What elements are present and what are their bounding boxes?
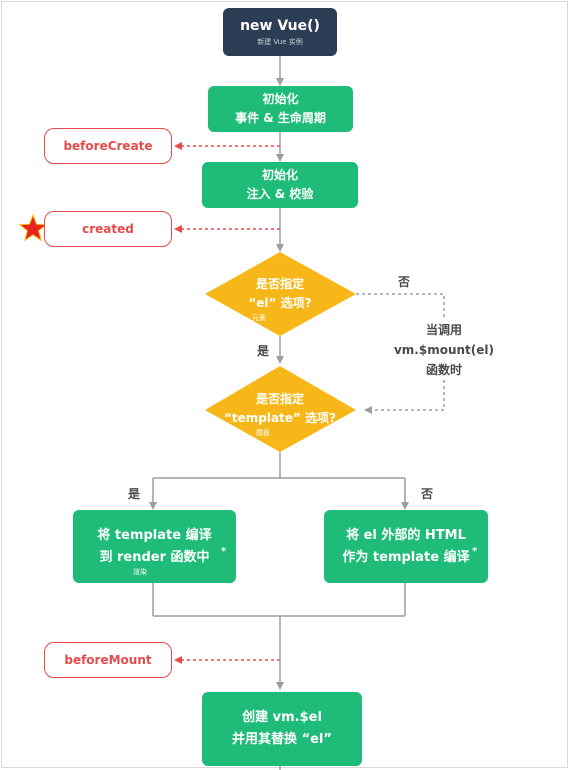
- init-injections-line2: 注入 & 校验: [246, 187, 314, 201]
- before-create-hook: beforeCreate: [44, 128, 172, 164]
- before-mount-hook: beforeMount: [44, 642, 172, 678]
- init-events-line1: 初始化: [262, 92, 299, 106]
- decision-template-line1: 是否指定: [255, 392, 304, 406]
- compile-outer-line1: 将 el 外部的 HTML: [346, 527, 466, 543]
- compile-outer-line2: 作为 template 编译: [342, 549, 470, 565]
- new-vue-title: new Vue(): [240, 18, 320, 34]
- mount-call-line3: 函数时: [425, 363, 462, 377]
- create-el-node: 创建 vm.$el 并用其替换 “el”: [202, 692, 362, 766]
- init-events-line2: 事件 & 生命周期: [235, 111, 326, 125]
- star-icon: [18, 213, 48, 242]
- create-el-line1: 创建 vm.$el: [242, 710, 322, 725]
- init-events-node: 初始化 事件 & 生命周期: [208, 86, 353, 132]
- decision-el-line2: “el” 选项?: [248, 296, 312, 310]
- before-create-label: beforeCreate: [63, 139, 153, 153]
- decision-el-line1: 是否指定: [255, 277, 304, 291]
- compile-template-node: 将 template 编译 到 render 函数中: [73, 510, 236, 583]
- init-injections-line1: 初始化: [261, 168, 298, 182]
- compile-template-line2: 到 render 函数中: [99, 549, 210, 565]
- edge-label-template-yes: 是: [128, 487, 141, 501]
- mount-call-line1: 当调用: [425, 323, 462, 337]
- compile-template-line1: 将 template 编译: [97, 527, 212, 543]
- compile-template-asterisk: *: [221, 546, 227, 557]
- create-el-line2: 并用其替换 “el”: [232, 732, 332, 747]
- mount-call-note: 当调用 vm.$mount(el) 函数时: [384, 320, 504, 380]
- new-vue-node: new Vue() 新建 Vue 实例: [223, 8, 337, 56]
- created-label: created: [82, 222, 134, 236]
- before-mount-label: beforeMount: [64, 653, 152, 667]
- decision-template-text: 是否指定 “template” 选项?: [215, 390, 345, 428]
- decision-el-shape: [205, 252, 356, 336]
- compile-template-note: 渲染: [133, 568, 147, 576]
- edge-label-template-no: 否: [421, 487, 434, 501]
- edge-label-el-no: 否: [398, 275, 411, 289]
- decision-template-note: 模板: [256, 429, 270, 437]
- init-injections-node: 初始化 注入 & 校验: [202, 162, 358, 208]
- created-hook: created: [44, 211, 172, 247]
- compile-outer-asterisk: *: [472, 546, 478, 557]
- decision-el-note: 元素: [252, 314, 266, 322]
- edge-label-el-yes: 是: [257, 344, 270, 358]
- decision-el-text: 是否指定 “el” 选项?: [220, 275, 340, 313]
- compile-outer-html-node: 将 el 外部的 HTML 作为 template 编译: [324, 510, 488, 583]
- mount-call-line2: vm.$mount(el): [393, 343, 495, 357]
- decision-template-line2: “template” 选项?: [224, 411, 336, 425]
- new-vue-subtitle: 新建 Vue 实例: [257, 38, 303, 46]
- decision-template-shape: [205, 366, 356, 452]
